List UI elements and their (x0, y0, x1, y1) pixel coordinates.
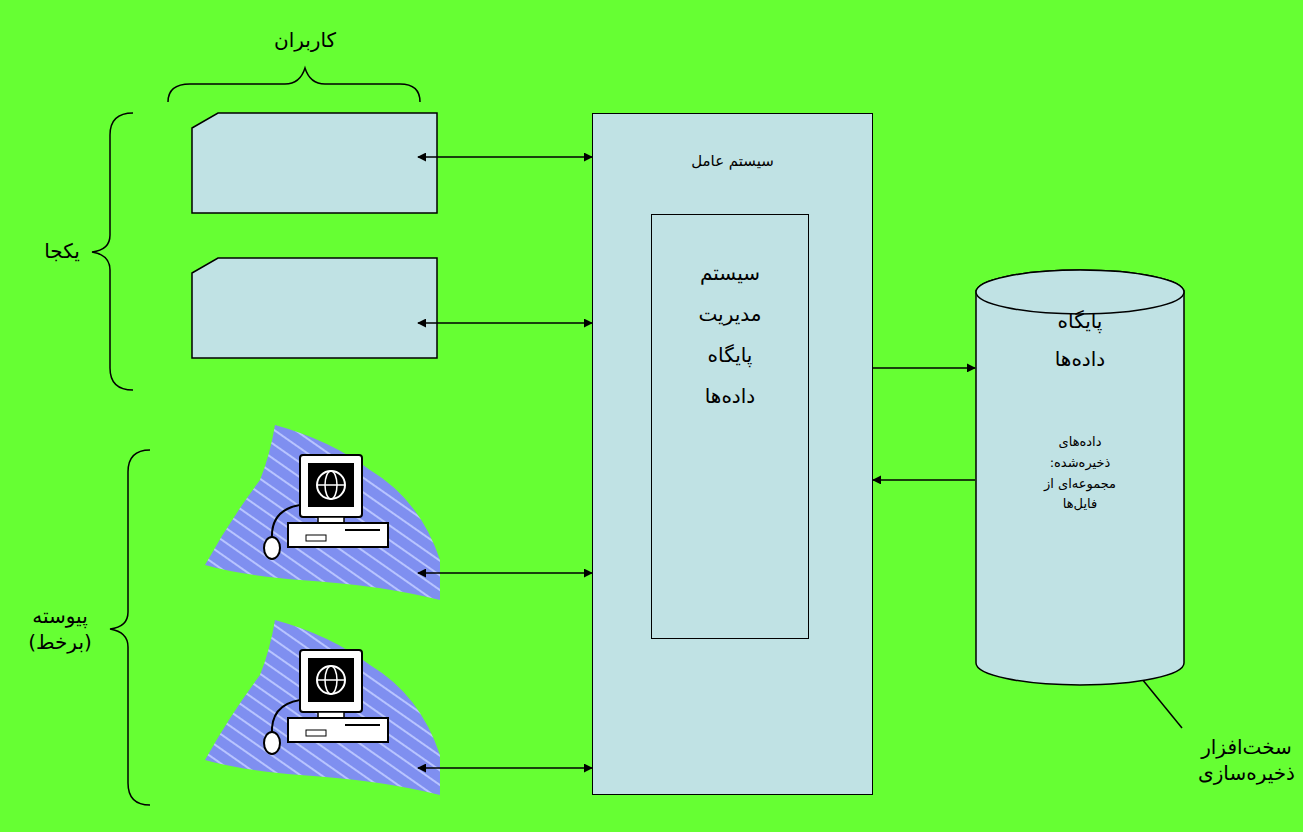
user-wire (418, 572, 592, 574)
user-wire (418, 156, 592, 158)
group-label: یکجا (44, 238, 80, 264)
online-brace (110, 450, 150, 805)
node-title: پایگاه داده‌ها (1055, 302, 1106, 378)
node-body: داده‌های ذخیره‌شده: مجموعه‌ای از فایل‌ها (1032, 432, 1128, 515)
user-wire (418, 322, 592, 324)
node-title: سیستم مدیریت پایگاه داده‌ها (698, 253, 761, 417)
users-label: کاربران (274, 27, 336, 53)
computer-icon (205, 425, 440, 600)
connector-arrow (873, 367, 975, 369)
user-wire (418, 767, 592, 769)
callout-label: سخت‌افزار ذخیره‌سازی (1198, 734, 1295, 786)
terminal (192, 258, 437, 358)
connector-arrow (873, 479, 975, 481)
node-title: سیستم عامل (691, 152, 774, 172)
computer-icon (205, 620, 440, 795)
terminal (192, 113, 437, 213)
group-label: پیوسته (برخط) (28, 603, 92, 655)
local-brace (92, 113, 133, 390)
os-box: سیستم عامل سیستم مدیریت پایگاه داده‌ها (592, 113, 873, 795)
database-cylinder: پایگاه داده‌ها داده‌های ذخیره‌شده: مجموعه… (975, 270, 1185, 685)
users-brace (168, 68, 420, 102)
dbms-box: سیستم مدیریت پایگاه داده‌ها (651, 214, 809, 639)
